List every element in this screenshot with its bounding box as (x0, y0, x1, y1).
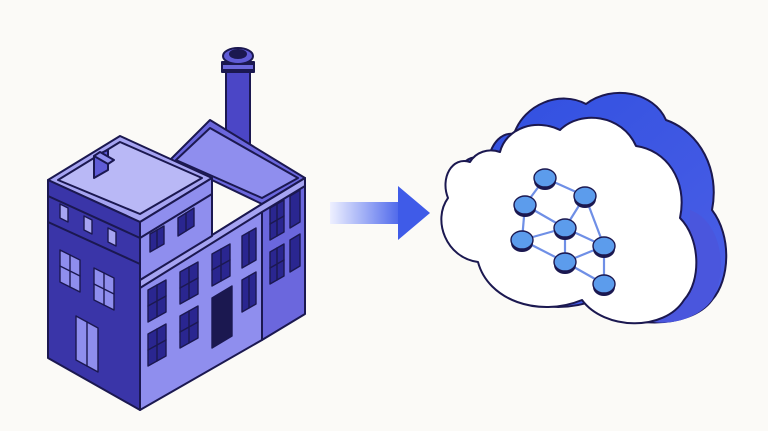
network-node (553, 218, 577, 240)
left-block (47, 135, 213, 411)
network-node (573, 186, 597, 208)
network-node (533, 168, 557, 190)
network-node (553, 252, 577, 274)
network-node (510, 230, 534, 252)
network-node (592, 274, 616, 296)
factory-icon (47, 47, 306, 411)
left-facade-windows (59, 203, 117, 373)
cloud-network-icon (440, 91, 728, 325)
right-facade-windows (147, 227, 257, 367)
network-node (513, 195, 537, 217)
network-nodes (510, 168, 616, 296)
upper-side-windows (149, 207, 195, 253)
network-node (592, 236, 616, 258)
right-side-windows (269, 189, 301, 285)
arrow-right-icon (330, 186, 430, 240)
